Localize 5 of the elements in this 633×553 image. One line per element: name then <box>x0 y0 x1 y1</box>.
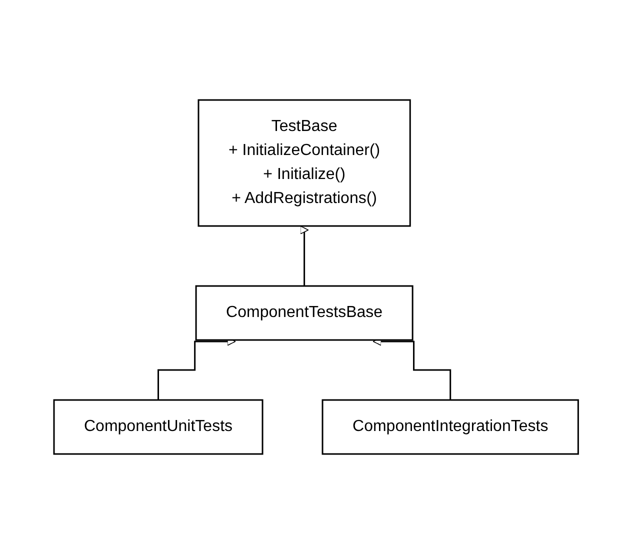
node-box: TestBase + InitializeContainer() + Initialize() + AddRegistrations() <box>198 98 412 226</box>
node-box: ComponentIntegrationTests <box>322 398 580 454</box>
node-box: ComponentUnitTests <box>54 398 264 454</box>
arrow <box>300 225 310 286</box>
node-box: ComponentTestsBase <box>196 284 414 340</box>
